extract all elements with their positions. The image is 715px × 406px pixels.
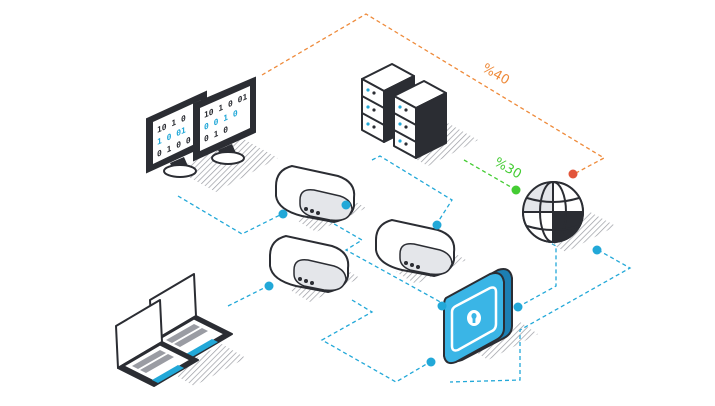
link-laptop-router3 xyxy=(227,285,269,307)
laptops-group xyxy=(115,273,246,387)
dot-servers xyxy=(341,200,351,210)
laptop-front-keys xyxy=(132,350,174,373)
dot-orange xyxy=(568,169,578,179)
dot-firewall-right xyxy=(513,302,523,312)
server-racks xyxy=(361,63,478,166)
router-2 xyxy=(375,218,466,284)
server-rack-left xyxy=(361,63,415,143)
server-rack-right xyxy=(393,80,447,159)
laptop-front xyxy=(115,299,199,387)
firewall-lock-icon xyxy=(443,268,513,365)
firewall-group xyxy=(443,268,538,365)
dot-bottom xyxy=(426,357,436,367)
orange-link xyxy=(261,13,606,175)
link-servers-router2 xyxy=(371,155,453,226)
globe-icon xyxy=(521,180,585,244)
router-3 xyxy=(269,234,360,302)
monitor-left: 10 1 0 1 0 01 0 1 0 0 xyxy=(146,90,207,178)
dot-globe xyxy=(592,245,602,255)
dot-router1 xyxy=(278,209,288,219)
link-firewall-globe xyxy=(517,233,557,308)
laptop-back-keys xyxy=(166,324,208,347)
link-monitors-router1 xyxy=(177,195,283,235)
link-router1-router2 xyxy=(321,216,445,305)
dot-router2 xyxy=(432,220,442,230)
dot-laptop xyxy=(264,281,274,291)
link-router3-bottom xyxy=(320,299,431,383)
connection-dots xyxy=(264,169,602,367)
monitor-right: 10 1 0 01 0 0 1 0 0 1 0 xyxy=(193,76,256,165)
green-link xyxy=(463,159,517,191)
dot-green xyxy=(511,185,521,195)
orange-link-percent: %40 xyxy=(479,61,512,88)
globe-group xyxy=(521,180,616,252)
monitors-group: 10 1 0 1 0 01 0 1 0 0 10 1 0 01 0 0 1 0 … xyxy=(146,76,278,192)
router-1 xyxy=(275,164,366,232)
dot-firewall-left xyxy=(437,301,447,311)
